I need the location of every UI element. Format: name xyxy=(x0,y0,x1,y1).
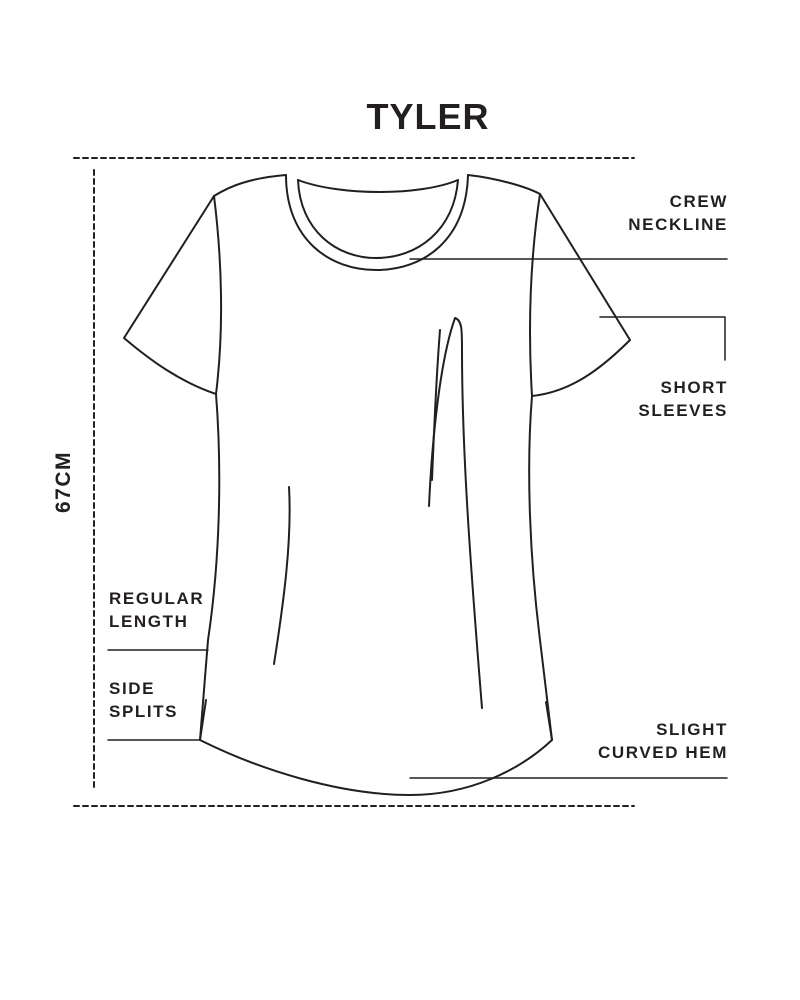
callout-side-splits: SIDE SPLITS xyxy=(109,677,178,723)
left-side-split xyxy=(199,699,207,741)
side-splits-line-2: SPLITS xyxy=(109,702,179,721)
center-fold-line xyxy=(428,317,483,709)
curved-hem-line-2: CURVED HEM xyxy=(598,743,728,762)
curved-hem-line-1: SLIGHT xyxy=(656,720,728,739)
crew-neckline-line-2: NECKLINE xyxy=(628,215,728,234)
right-side-split xyxy=(545,701,553,741)
neckline-outer xyxy=(285,174,469,271)
short-sleeves-line-2: SLEEVES xyxy=(638,401,728,420)
callout-crew-neckline: CREW NECKLINE xyxy=(628,190,728,236)
short-sleeves-leader xyxy=(599,316,726,361)
short-sleeves-line-1: SHORT xyxy=(660,378,728,397)
length-measurement-label: 67CM xyxy=(52,450,75,514)
shirt-outline xyxy=(123,174,631,796)
left-armhole-seam xyxy=(213,195,223,395)
callout-curved-hem: SLIGHT CURVED HEM xyxy=(598,718,728,764)
page-title: TYLER xyxy=(366,96,490,137)
callout-regular-length: REGULAR LENGTH xyxy=(109,587,204,633)
crew-neckline-line-1: CREW xyxy=(669,192,728,211)
center-fold-detail xyxy=(431,329,441,481)
side-splits-line-1: SIDE xyxy=(109,679,156,698)
callout-short-sleeves: SHORT SLEEVES xyxy=(638,376,728,422)
neckline-back xyxy=(297,179,459,193)
regular-length-line-2: LENGTH xyxy=(109,612,189,631)
right-armhole-seam xyxy=(529,193,541,397)
regular-length-line-1: REGULAR xyxy=(109,589,205,608)
neckline-inner xyxy=(297,179,459,259)
left-fold-line xyxy=(273,486,291,665)
